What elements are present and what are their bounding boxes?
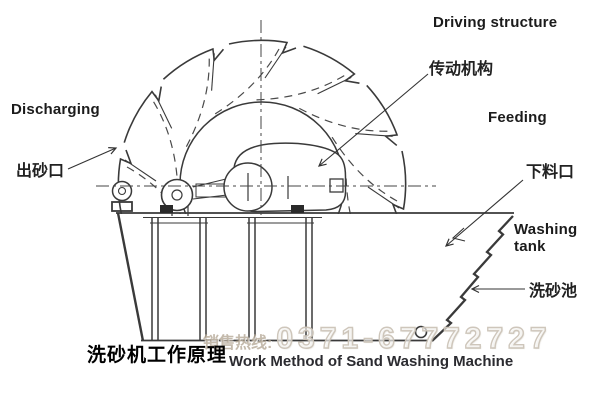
label-feeding: Feeding: [488, 109, 547, 126]
discharge-arrow: [67, 146, 118, 170]
label-driving-structure-cn: 传动机构: [429, 61, 494, 78]
support-frame: [116, 205, 514, 340]
leader-arrows: [67, 73, 525, 294]
label-discharging-cn: 出砂口: [16, 163, 65, 180]
tank-left-wall: [116, 212, 145, 342]
feed-arrow-extra-head: [451, 227, 466, 242]
label-washing-tank: Washing tank: [514, 221, 578, 256]
bearing-pedestal: [111, 201, 133, 212]
label-washing-tank-cn: 洗砂池: [529, 283, 578, 300]
drain-hole: [414, 325, 428, 339]
caption-english: Work Method of Sand Washing Machine: [229, 353, 514, 370]
feed-arrow: [444, 179, 524, 247]
centerlines: [96, 20, 436, 215]
label-discharging: Discharging: [11, 101, 100, 118]
drive-leader-arrow: [317, 73, 429, 167]
tank-right-wall: [431, 215, 514, 342]
label-driving-structure: Driving structure: [433, 14, 558, 31]
caption-chinese: 洗砂机工作原理: [87, 345, 228, 366]
drive-assembly: [111, 142, 347, 216]
washing-tank-outline: [116, 212, 514, 342]
label-feeding-cn: 下料口: [526, 164, 575, 181]
